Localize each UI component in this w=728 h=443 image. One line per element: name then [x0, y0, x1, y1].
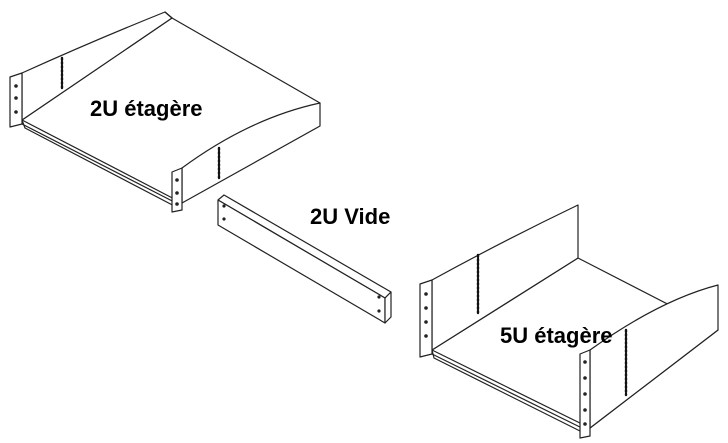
blank-panel-2u-label: 2U Vide	[310, 204, 391, 229]
blank-panel-2u-drawing	[217, 194, 392, 324]
shelf-2u-drawing	[9, 11, 321, 213]
shelf-5u-label: 5U étagère	[500, 323, 613, 348]
shelf-5u-drawing	[419, 204, 719, 439]
shelf-5u-left-ear	[419, 279, 433, 358]
shelf-2u-label: 2U étagère	[90, 96, 203, 121]
shelf-2u-right-ear	[171, 167, 183, 213]
shelf-5u-back-wall	[431, 204, 579, 351]
shelf-2u-left-ear	[9, 72, 23, 128]
